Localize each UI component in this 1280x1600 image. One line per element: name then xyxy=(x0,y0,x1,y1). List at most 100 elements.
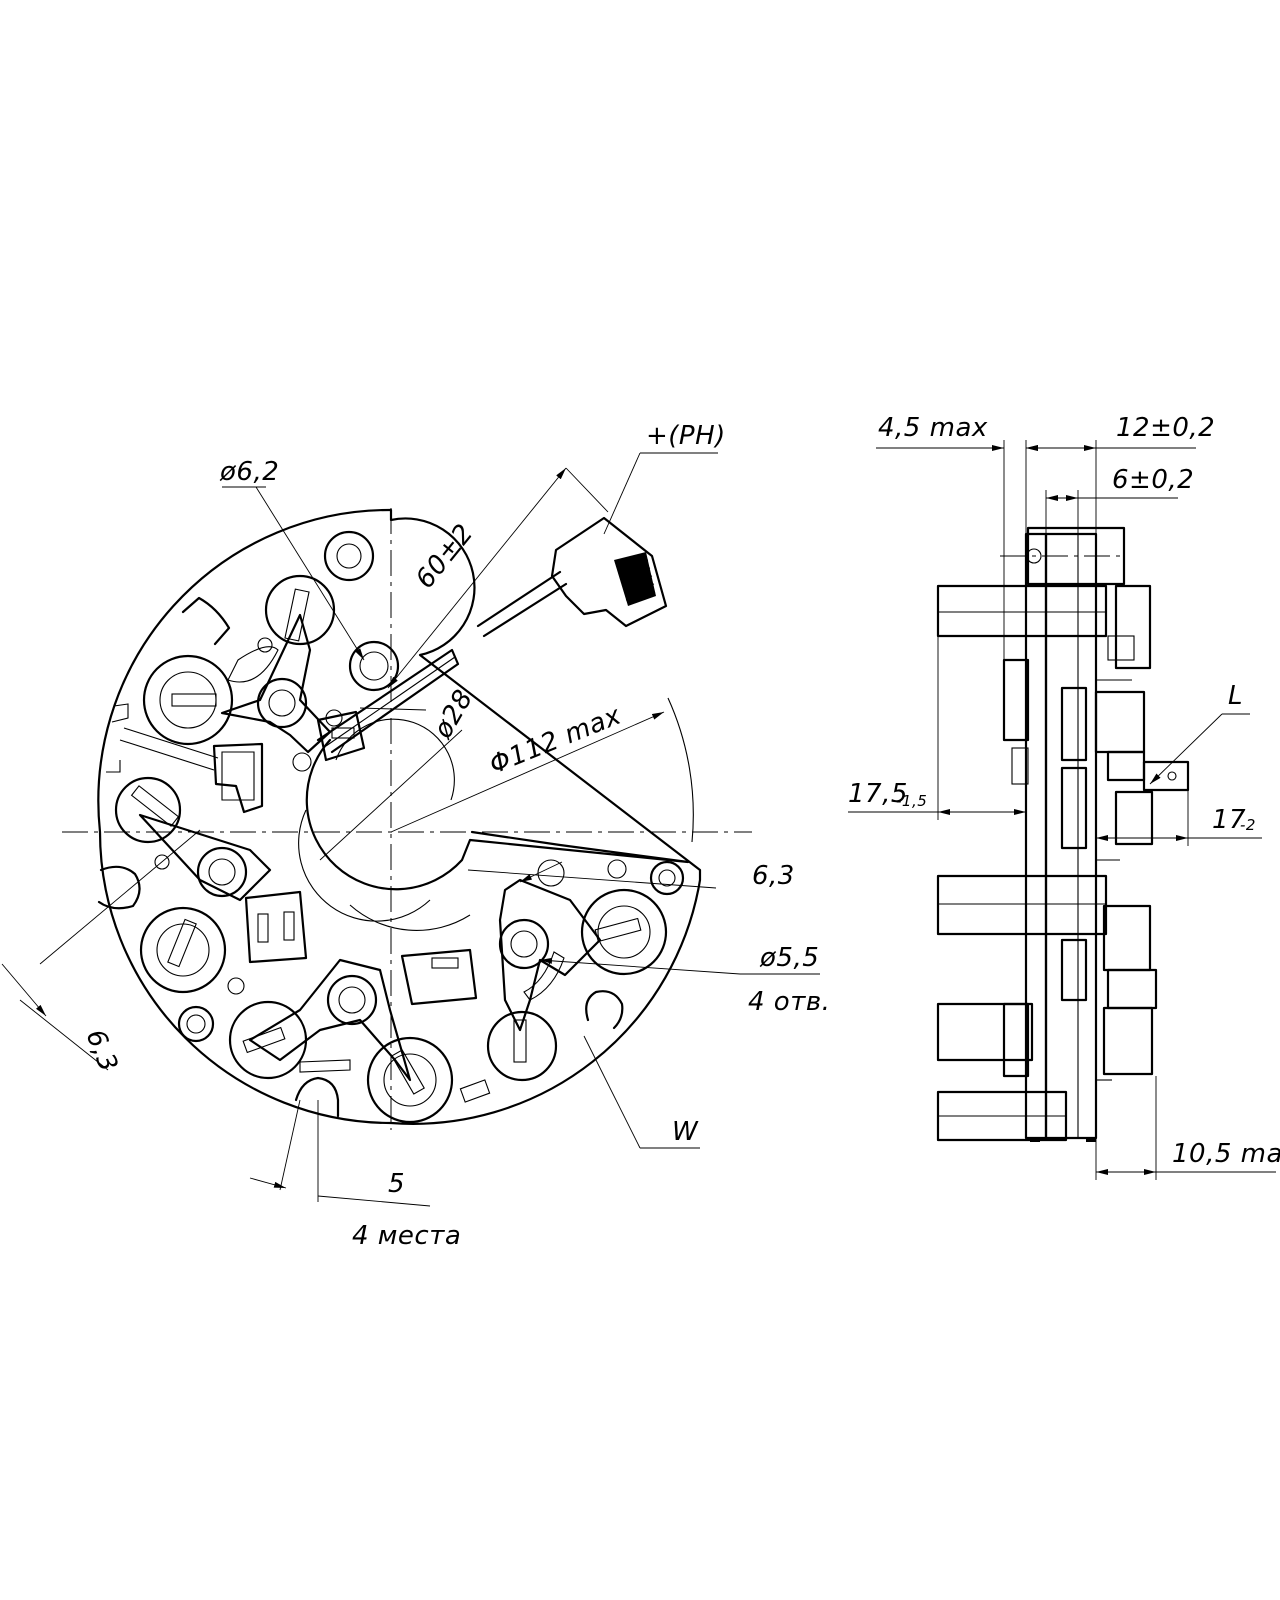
diode-group xyxy=(114,574,668,1124)
diode-8 xyxy=(580,888,668,976)
mount-hole-centre-right xyxy=(498,918,550,970)
side-top-stud-hole xyxy=(1026,548,1042,564)
mount-hole-left-bottom xyxy=(177,1005,215,1043)
dim-ph-label: +(PH) xyxy=(646,421,726,451)
small-hole-1 xyxy=(537,859,565,887)
dim-12-label: 12±0,2 xyxy=(1116,413,1215,443)
conductor-3 xyxy=(248,958,412,1082)
terminal-block-bottom-pin1 xyxy=(257,913,269,943)
conductor-1 xyxy=(220,613,332,754)
side-block-2 xyxy=(1094,690,1146,754)
dim-ph: +(PH) xyxy=(603,421,726,535)
dim-6-3-left-label: 6,3 xyxy=(80,1025,124,1076)
side-terminal-l-hole xyxy=(1167,771,1177,781)
side-top-stud xyxy=(1026,526,1126,586)
mount-hole-bottom-inner xyxy=(338,986,366,1014)
diode-7 xyxy=(486,1010,558,1082)
dim-w-label: W xyxy=(672,1117,699,1147)
central-bore xyxy=(305,738,690,891)
side-bottom-pin-2 xyxy=(1086,1138,1096,1142)
dim-d112-label: Φ112 max xyxy=(485,701,625,781)
mount-hole-upper-left-inner xyxy=(268,689,296,717)
mount-hole-top xyxy=(323,530,375,582)
dim-6: 6±0,2 xyxy=(1045,465,1194,534)
dim-5-label: 5 xyxy=(388,1169,405,1199)
terminal-block-left xyxy=(212,742,264,814)
side-block-1-inner xyxy=(1107,635,1135,661)
side-diode-4 xyxy=(1002,1002,1030,1078)
dim-6-3-right-label: 6,3 xyxy=(752,861,795,891)
edge-notch-4 xyxy=(585,990,624,1030)
dim-17: 17 -2 xyxy=(1096,790,1262,846)
dim-4-5: 4,5 max xyxy=(876,413,1048,660)
edge-notch-2 xyxy=(97,865,141,910)
front-view: ø6,2 60±2 +(PH) ø28 Φ112 max xyxy=(1,421,830,1251)
conductor-2 xyxy=(138,813,272,902)
side-diode-5 xyxy=(1060,938,1088,1002)
plate-outline xyxy=(97,508,702,1125)
dim-17-5-tol: -1,5 xyxy=(896,792,927,810)
side-block-7 xyxy=(1102,1006,1154,1076)
mount-hole-left-bottom-inner xyxy=(186,1014,206,1034)
dim-holes-4-label: 4 отв. xyxy=(748,987,830,1017)
diode-3 xyxy=(114,776,182,844)
strip-diagonal xyxy=(119,727,219,771)
mount-hole-centre-right-inner xyxy=(510,930,538,958)
wire-3 xyxy=(523,951,565,1001)
diode-6 xyxy=(366,1036,454,1124)
ph-connector-grip-lines xyxy=(617,559,656,601)
dim-12: 12±0,2 xyxy=(1025,413,1215,534)
side-diode-2 xyxy=(1060,686,1088,762)
dim-l: L xyxy=(1149,681,1250,785)
small-hole-2 xyxy=(607,859,627,879)
small-hole-7 xyxy=(154,854,170,870)
diode-4 xyxy=(139,906,227,994)
terminal-block-top xyxy=(316,710,366,762)
mount-hole-right xyxy=(649,860,685,896)
mount-hole-centre-left xyxy=(196,846,248,898)
dim-17-5: 17,5 -1,5 xyxy=(848,636,1026,820)
edge-step-1 xyxy=(111,703,129,723)
small-hole-5 xyxy=(227,977,245,995)
dim-d28: ø28 xyxy=(319,685,479,861)
side-plate-back xyxy=(1044,532,1098,1140)
conductor-4 xyxy=(498,878,602,1032)
terminal-block-bottom-pin2 xyxy=(283,911,295,941)
bore-inner-arc xyxy=(298,809,431,922)
mounting-hole-group xyxy=(154,530,685,1043)
side-terminal-l xyxy=(1142,760,1190,792)
terminal-block-right-pin xyxy=(431,957,459,969)
side-block-6 xyxy=(1106,968,1158,1010)
dim-d5-5-label: ø5,5 xyxy=(759,943,819,973)
dim-17-tol: -2 xyxy=(1240,816,1256,834)
mount-hole-centre-left-inner xyxy=(208,858,236,886)
terminal-block-right xyxy=(400,948,478,1006)
edge-notch-3 xyxy=(294,1076,340,1118)
dim-10-5: 10,5 max xyxy=(1095,1076,1280,1180)
dim-5: 5 4 места xyxy=(249,1099,461,1251)
conductor-group xyxy=(119,613,602,1103)
small-hole-6 xyxy=(257,637,273,653)
terminal-block-top-pin xyxy=(331,727,355,739)
diode-2 xyxy=(142,654,234,746)
side-block-5 xyxy=(1102,904,1152,972)
ph-lead xyxy=(476,570,568,638)
ph-connector-grip xyxy=(614,552,656,606)
side-block-1 xyxy=(1114,584,1152,670)
dim-17-5-label: 17,5 xyxy=(848,779,908,809)
dim-17-label: 17 xyxy=(1212,805,1246,835)
mount-hole-top-inner xyxy=(336,543,362,569)
mount-hole-upper-left xyxy=(256,677,308,729)
side-block-3 xyxy=(1106,750,1146,782)
dim-places-4-label: 4 места xyxy=(352,1221,461,1251)
label-plate xyxy=(459,1079,491,1103)
inner-arc xyxy=(667,697,694,843)
dim-l-label: L xyxy=(1228,681,1243,711)
terminal-block-bottom xyxy=(244,890,308,964)
edge-notch-1 xyxy=(181,596,231,646)
ph-terminal xyxy=(476,516,668,638)
dim-6-3-right: 6,3 xyxy=(467,861,795,891)
side-fin-lower xyxy=(936,1002,1034,1062)
mount-hole-bottom xyxy=(326,974,378,1026)
